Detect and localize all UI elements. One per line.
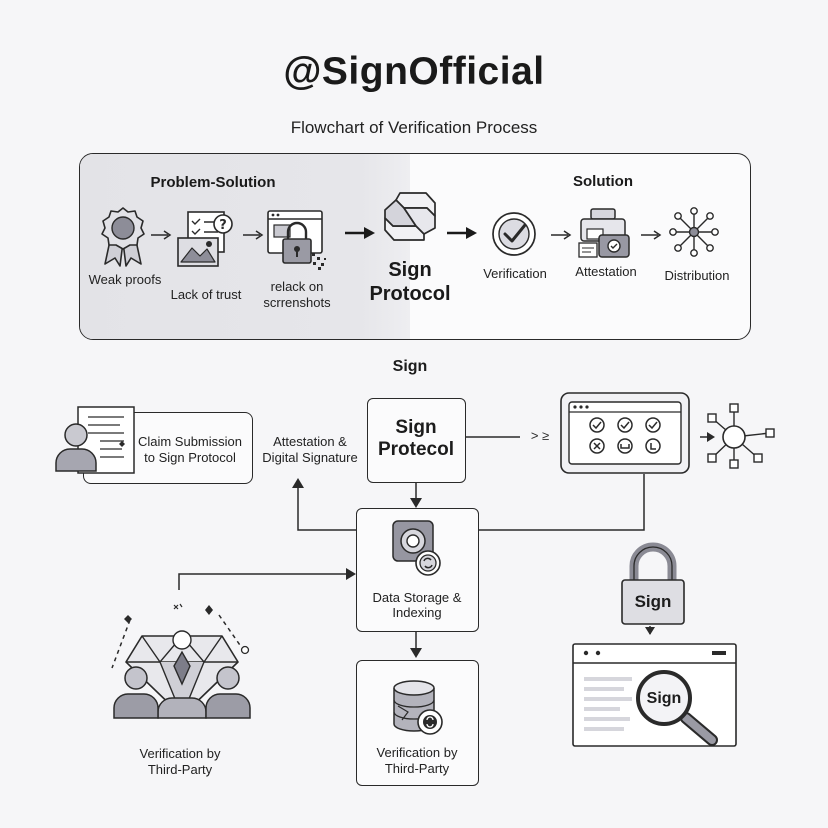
verification-check-icon xyxy=(492,212,536,256)
attestation-signature-line1: Attestation & xyxy=(273,434,347,449)
verification-left-line1: Verification by xyxy=(139,746,221,761)
lock-label: Sign xyxy=(634,592,672,611)
relack-line2: scrrenshots xyxy=(263,295,331,310)
flow-arrow xyxy=(243,230,264,240)
solution-heading: Solution xyxy=(573,173,633,190)
relack-line1: relack on xyxy=(270,279,324,294)
flow-arrow xyxy=(551,230,572,240)
magnifier-label: Sign xyxy=(646,690,682,707)
flow-arrow xyxy=(151,230,172,240)
verification-left-line2: Third-Party xyxy=(147,762,213,777)
data-storage-line2: Indexing xyxy=(392,605,442,620)
distribution-label: Distribution xyxy=(664,268,730,283)
claim-line2: to Sign Protocol xyxy=(144,450,236,465)
network-hub-icon xyxy=(707,403,775,469)
page-title: @SignOfficial xyxy=(283,50,545,93)
sign-protocol-box-line2: Protecol xyxy=(377,439,455,460)
locked-screenshot-icon xyxy=(267,210,326,270)
verification-bottom-line2: Third-Party xyxy=(384,761,450,776)
database-coin-icon xyxy=(393,680,443,735)
user-document-icon xyxy=(55,406,135,474)
page-subtitle: Flowchart of Verification Process xyxy=(290,118,538,137)
sign-section-label: Sign xyxy=(392,358,428,375)
claim-line1: Claim Submission xyxy=(137,434,243,449)
award-ribbon-icon xyxy=(101,207,145,267)
attestation-label: Attestation xyxy=(575,264,637,279)
magnifier-icon xyxy=(636,670,718,746)
data-storage-line1: Data Storage & xyxy=(372,590,462,605)
sign-protocol-line1: Sign xyxy=(388,259,432,281)
attestation-signature-line2: Digital Signature xyxy=(262,450,358,465)
sign-protocol-box-line1: Sign xyxy=(395,417,437,438)
attestation-stamp-icon xyxy=(578,208,630,258)
flow-arrow-bold xyxy=(447,227,477,239)
svg-text:?: ? xyxy=(219,218,227,233)
database-sync-icon xyxy=(392,520,441,576)
verification-dashboard-icon xyxy=(560,392,690,474)
third-party-verifiers-icon xyxy=(113,630,251,719)
sign-protocol-line2: Protocol xyxy=(369,283,451,305)
flow-arrow-bold xyxy=(345,227,375,239)
distribution-network-icon xyxy=(669,207,719,257)
padlock-icon xyxy=(621,542,685,625)
flow-arrow xyxy=(641,230,662,240)
problem-solution-heading: Problem-Solution xyxy=(150,174,276,191)
arrow-glyph: > ≥ xyxy=(530,428,550,443)
sign-protocol-box xyxy=(367,398,466,483)
lack-of-trust-label: Lack of trust xyxy=(170,287,242,302)
verification-label: Verification xyxy=(483,266,547,281)
weak-proofs-label: Weak proofs xyxy=(88,272,162,287)
verification-bottom-line1: Verification by xyxy=(376,745,458,760)
sign-protocol-logo-icon xyxy=(384,192,436,241)
checklist-question-icon: ? xyxy=(177,211,233,267)
